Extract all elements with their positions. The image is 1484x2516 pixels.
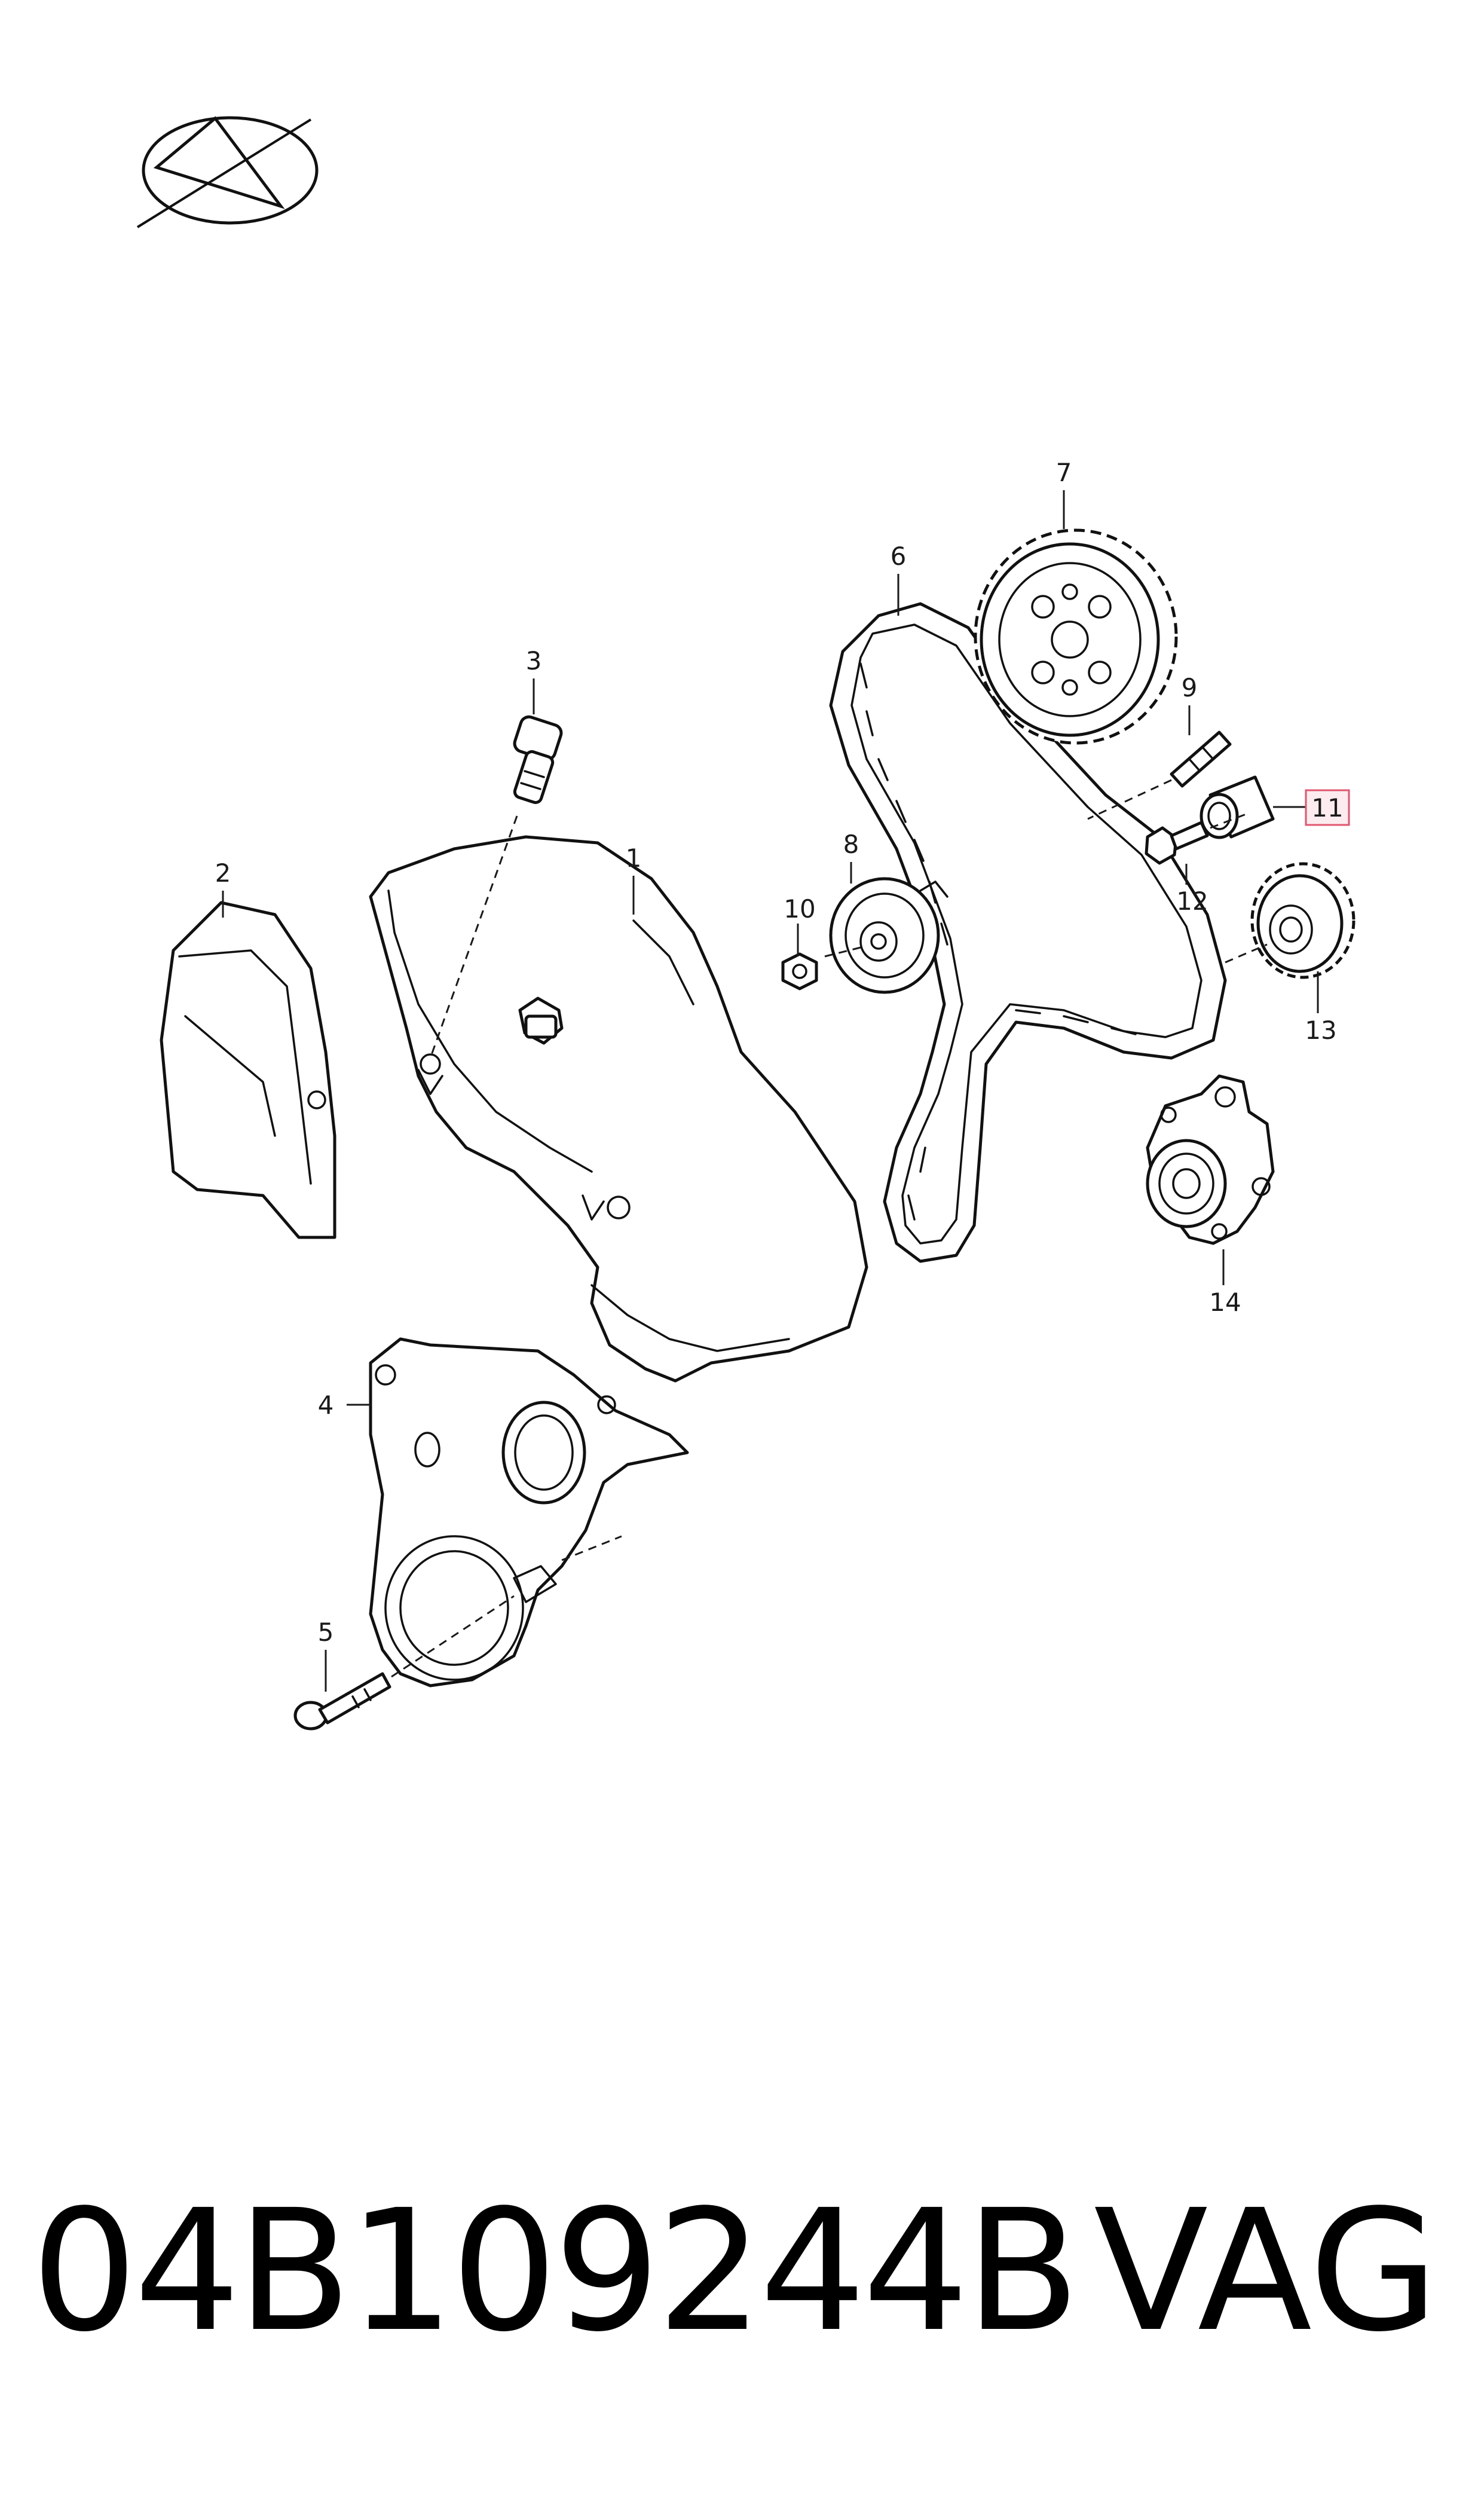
callout-1: 1 bbox=[626, 843, 642, 873]
part-10-nut bbox=[781, 952, 818, 990]
footer-caption: 04B109244B VAG bbox=[0, 2176, 1484, 2367]
callout-4: 4 bbox=[318, 1390, 334, 1420]
part-4-rear-cover bbox=[369, 1337, 689, 1687]
callout-9: 9 bbox=[1182, 673, 1198, 702]
part-number-text: 04B109244B bbox=[31, 2174, 1080, 2369]
part-1-lower-cover bbox=[369, 835, 868, 1383]
part-3-bolt bbox=[429, 715, 563, 1059]
part-2-upper-cover bbox=[160, 901, 336, 1239]
callout-13: 13 bbox=[1305, 1016, 1336, 1045]
callout-7: 7 bbox=[1056, 458, 1072, 487]
logo-emblem bbox=[136, 116, 319, 228]
callout-11: 11 bbox=[1311, 793, 1343, 823]
callout-10: 10 bbox=[784, 894, 815, 924]
callout-8: 8 bbox=[843, 830, 859, 859]
callout-3: 3 bbox=[526, 646, 542, 675]
leader-lines bbox=[222, 490, 1319, 1692]
callout-12: 12 bbox=[1176, 886, 1208, 916]
part-12-bolt bbox=[1145, 812, 1250, 865]
part-9-stud bbox=[1087, 730, 1232, 820]
callout-2: 2 bbox=[215, 858, 231, 888]
part-5-bolt bbox=[293, 1595, 515, 1731]
part-14-water-pump bbox=[1146, 1074, 1275, 1245]
part-13-crankshaft-sprocket bbox=[1225, 862, 1356, 979]
part-11-sleeve bbox=[1200, 775, 1275, 839]
part-6-timing-belt bbox=[829, 602, 1227, 1263]
callout-5: 5 bbox=[318, 1618, 334, 1647]
callout-6: 6 bbox=[891, 542, 907, 571]
callout-14: 14 bbox=[1209, 1288, 1241, 1317]
part-7-camshaft-sprocket bbox=[974, 528, 1178, 745]
part-8-tensioner-pulley bbox=[824, 877, 948, 994]
callout-11-highlight bbox=[1305, 789, 1350, 826]
brand-text: VAG bbox=[1094, 2174, 1439, 2369]
callout-labels: 2 1 3 4 5 6 7 9 8 10 11 12 13 14 bbox=[215, 458, 1350, 1647]
